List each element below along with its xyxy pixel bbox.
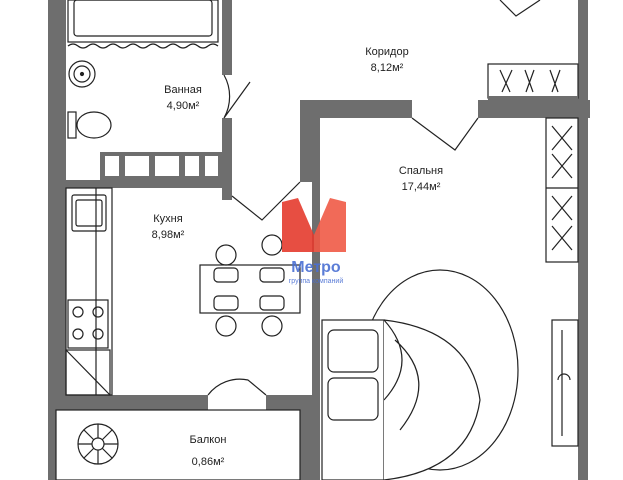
wall-kitchen-bottom-left (48, 395, 208, 410)
wall-bath-bottom (66, 180, 232, 188)
kitchen (65, 187, 301, 396)
wall-bedroom-top-left (300, 100, 412, 118)
wall-balcony-right (300, 395, 320, 480)
sink-icon (68, 60, 96, 88)
outer-wall-left-lower (48, 395, 56, 480)
wall-bath-right-lower (222, 118, 232, 200)
outer-wall-left (48, 0, 66, 410)
bedroom-door-icon (411, 117, 479, 151)
room-area-corridor: 8,12м² (371, 62, 404, 74)
room-area-bathroom: 4,90м² (167, 100, 200, 112)
wall-bath-right (222, 0, 232, 75)
toilet-icon (76, 111, 112, 139)
room-labels: Коридор 8,12м² Ванная 4,90м² Спальня 17,… (152, 46, 443, 468)
chair-icon (261, 234, 283, 256)
room-name-bedroom: Спальня (399, 165, 443, 177)
bedroom-wardrobe (545, 117, 579, 263)
room-name-corridor: Коридор (365, 46, 408, 58)
bed-icon (321, 319, 481, 480)
plant-icon (77, 423, 119, 465)
watermark-logo: Метро группа компаний (282, 198, 346, 285)
bathtub-inner (73, 0, 213, 37)
bath-door-icon (223, 74, 251, 119)
outer-wall-right (578, 0, 588, 480)
bath-curtain (67, 43, 219, 49)
balcony (55, 409, 301, 480)
wall-kitchen-right (312, 100, 320, 480)
kitchen-door-icon (231, 181, 301, 221)
stove-icon (67, 299, 109, 349)
kitchen-sink-icon (71, 194, 107, 232)
walls (48, 0, 590, 480)
entry-door-icon (499, 0, 541, 17)
watermark-brand: Метро (291, 259, 341, 276)
room-area-bedroom: 17,44м² (402, 181, 441, 193)
logo-m-right (314, 198, 346, 252)
room-name-balcony: Балкон (190, 434, 227, 446)
chair-icon (215, 315, 237, 337)
logo-m-left (282, 198, 314, 252)
kitchen-counter (65, 187, 113, 396)
bathtub (67, 0, 219, 43)
watermark-tagline: группа компаний (289, 277, 344, 285)
room-area-kitchen: 8,98м² (152, 229, 185, 241)
room-name-kitchen: Кухня (153, 213, 182, 225)
corridor (231, 0, 579, 221)
bedroom (321, 117, 579, 480)
tv-stand (551, 319, 579, 447)
toilet-tank (67, 111, 77, 139)
balcony-floor (55, 409, 301, 480)
room-name-bathroom: Ванная (164, 84, 202, 96)
fridge-icon (65, 349, 111, 396)
wall-bedroom-top-right (478, 100, 590, 118)
bathroom (67, 0, 251, 180)
dining-table (199, 264, 301, 314)
chair-icon (215, 244, 237, 266)
wardrobe (487, 63, 579, 99)
room-area-balcony: 0,86м² (192, 456, 225, 468)
chair-icon (261, 315, 283, 337)
balcony-door-icon (207, 378, 267, 396)
